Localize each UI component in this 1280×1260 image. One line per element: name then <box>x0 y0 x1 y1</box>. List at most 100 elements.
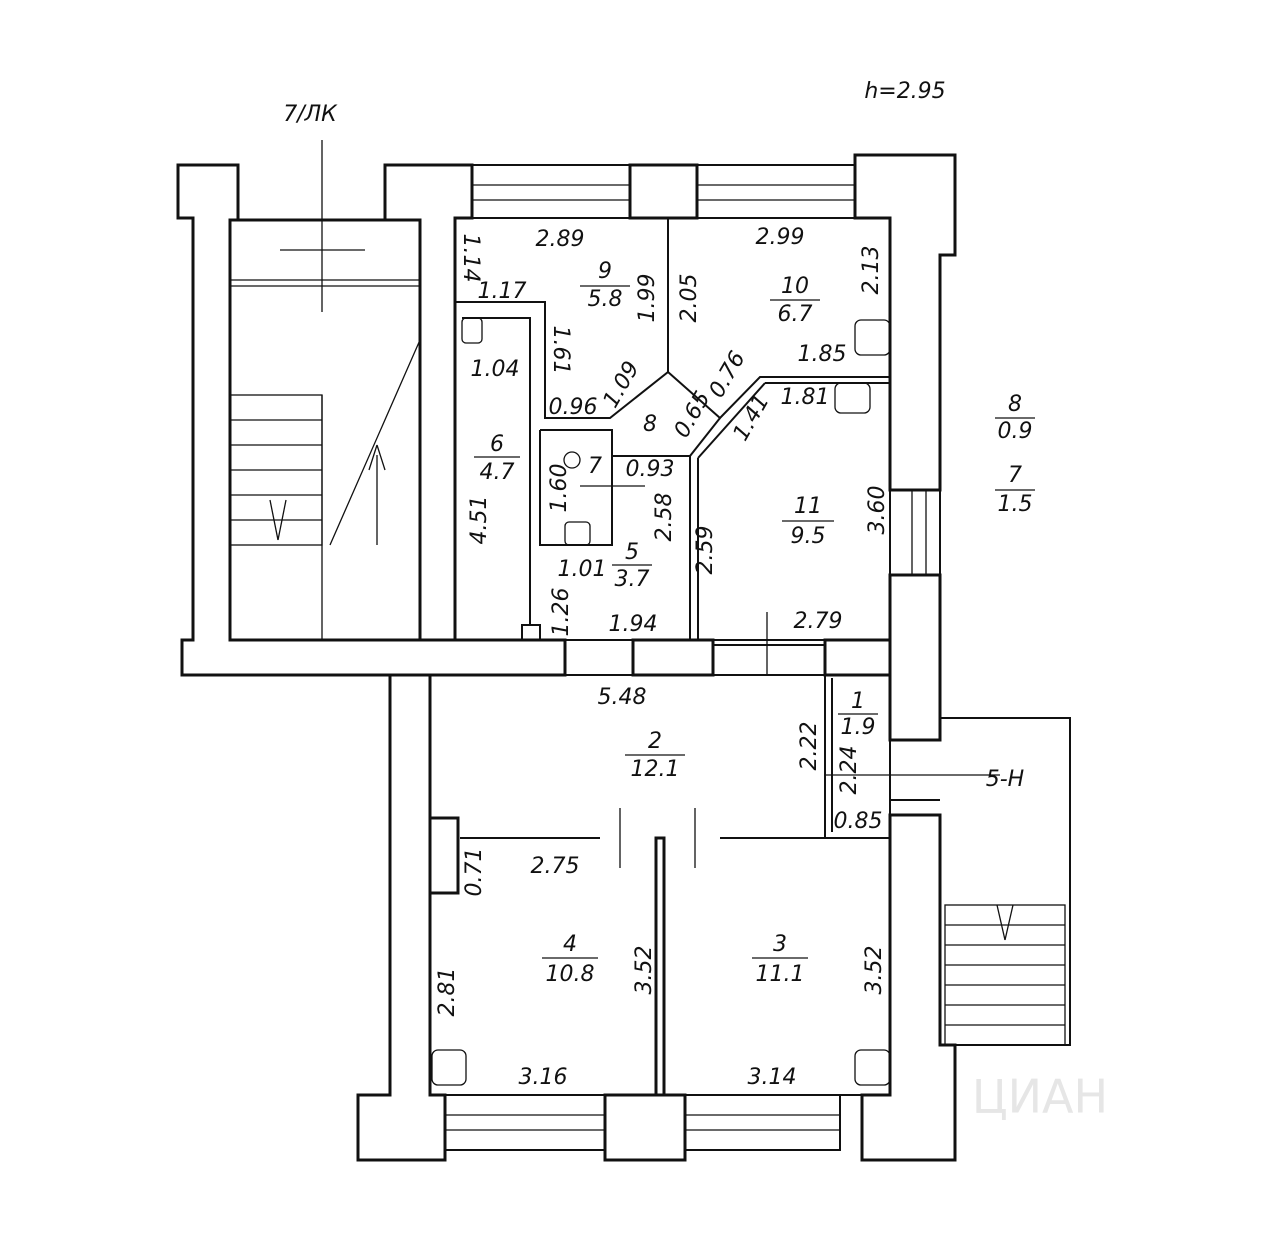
room-10: 106.7 <box>770 274 820 327</box>
dimension-label: 1.01 <box>558 557 607 582</box>
dimension-label: 1.26 <box>549 588 574 637</box>
room-5: 53.7 <box>612 540 652 592</box>
room-area: 9.5 <box>791 524 826 549</box>
plan-line <box>462 317 531 625</box>
dimension-label: 0.65 <box>669 387 715 442</box>
room-number: 3 <box>773 932 787 957</box>
dimension-label: 1.61 <box>548 326 573 375</box>
dimension-label: 2.75 <box>531 854 580 879</box>
dimension-label: 2.89 <box>536 227 585 252</box>
plan-line <box>696 164 856 219</box>
dimension-label: 1.09 <box>598 357 644 412</box>
dimension-label: 5.48 <box>598 685 647 710</box>
plan-line <box>277 499 287 541</box>
room-area: 0.9 <box>998 419 1033 444</box>
room-2: 212.1 <box>625 729 685 782</box>
dimension-label: 1.60 <box>547 464 572 513</box>
room-number: 6 <box>490 432 504 457</box>
room-number: 7 <box>588 454 602 479</box>
plan-line <box>431 1049 467 1086</box>
plan-line <box>996 904 1006 941</box>
plan-line <box>428 816 460 895</box>
room-11: 119.5 <box>782 494 834 549</box>
plan-line <box>697 382 766 459</box>
room-area: 4.7 <box>480 460 515 485</box>
dimension-label: 3.16 <box>519 1065 568 1090</box>
walls <box>176 140 1071 1162</box>
dimension-label: 3.60 <box>865 486 890 535</box>
room-labels: 11.9 212.1 311.1 410.8 53.7 64.7 7 8 95.… <box>474 259 1035 987</box>
dimension-label: 2.59 <box>693 526 718 575</box>
plan-line <box>455 218 669 419</box>
room-number: 4 <box>563 932 577 957</box>
plan-line <box>444 1094 606 1151</box>
room-1: 11.9 <box>838 689 878 740</box>
dimension-label: 2.81 <box>435 968 460 1017</box>
plan-line <box>712 644 826 676</box>
dimension-label: 0.71 <box>462 848 487 897</box>
room-number: 1 <box>851 689 865 714</box>
dimension-label: 1.94 <box>609 612 658 637</box>
plan-line <box>853 153 957 492</box>
room-number: 9 <box>598 259 612 284</box>
plan-line <box>689 417 721 457</box>
plan-line <box>854 319 891 356</box>
plan-line <box>631 638 715 677</box>
dimension-label: 2.99 <box>756 225 805 250</box>
room-area: 1.5 <box>998 492 1033 517</box>
plan-line <box>269 499 279 541</box>
plan-line <box>521 624 541 641</box>
dimension-label: 1.17 <box>478 279 527 304</box>
plan-line <box>376 444 386 471</box>
room-8-corridor: 80.9 <box>995 392 1035 444</box>
watermark: ЦИАН <box>972 1070 1108 1124</box>
plan-line <box>889 489 941 576</box>
room-6: 64.7 <box>474 432 520 485</box>
room-7-corridor: 71.5 <box>995 463 1035 517</box>
room-number: 8 <box>643 412 657 437</box>
room-number: 5 <box>625 540 639 565</box>
room-area: 6.7 <box>778 302 813 327</box>
dimension-label: 2.79 <box>794 609 843 634</box>
dimension-label: 0.85 <box>834 809 883 834</box>
dimension-label: 2.13 <box>859 246 884 295</box>
plan-line <box>539 429 613 546</box>
plan-line <box>1004 904 1014 941</box>
plan-line <box>461 317 483 344</box>
dimension-label: 1.85 <box>798 342 847 367</box>
plan-line <box>564 521 591 546</box>
room-area: 11.1 <box>756 962 805 987</box>
plan-line <box>329 339 421 546</box>
room-7: 7 <box>580 454 645 487</box>
room-4: 410.8 <box>542 932 598 987</box>
room-area: 10.8 <box>546 962 595 987</box>
plan-line <box>176 163 567 1162</box>
room-area: 5.8 <box>588 287 623 312</box>
entrance-label: 5-Н <box>986 767 1024 792</box>
dimension-label: 1.04 <box>471 357 520 382</box>
dimension-label: 1.41 <box>728 390 774 445</box>
plan-line <box>854 1049 891 1086</box>
plan-line <box>628 163 699 220</box>
plan-line <box>684 1094 841 1151</box>
room-area: 12.1 <box>631 757 680 782</box>
plan-line <box>603 1093 687 1162</box>
dimension-label: 3.14 <box>748 1065 797 1090</box>
dimension-label: 4.51 <box>467 496 492 545</box>
dimension-label: 1.14 <box>458 234 483 283</box>
dimension-label: 3.52 <box>862 946 887 995</box>
dimension-label: 1.99 <box>635 274 660 323</box>
height-label: h=2.95 <box>864 79 945 104</box>
plan-line <box>823 638 892 677</box>
room-number: 2 <box>648 729 662 754</box>
dimension-label: 2.22 <box>797 722 822 771</box>
dimension-label: 3.52 <box>632 946 657 995</box>
dimension-label: 1.81 <box>781 385 830 410</box>
room-area: 1.9 <box>841 715 876 740</box>
room-number: 7 <box>1008 463 1022 488</box>
plan-line <box>888 573 942 742</box>
dimensions: 2.89 1.14 1.17 1.99 2.05 2.99 2.13 1.61 … <box>435 225 890 1090</box>
dimension-label: 2.05 <box>677 274 702 323</box>
dimension-label: 0.96 <box>549 395 598 420</box>
